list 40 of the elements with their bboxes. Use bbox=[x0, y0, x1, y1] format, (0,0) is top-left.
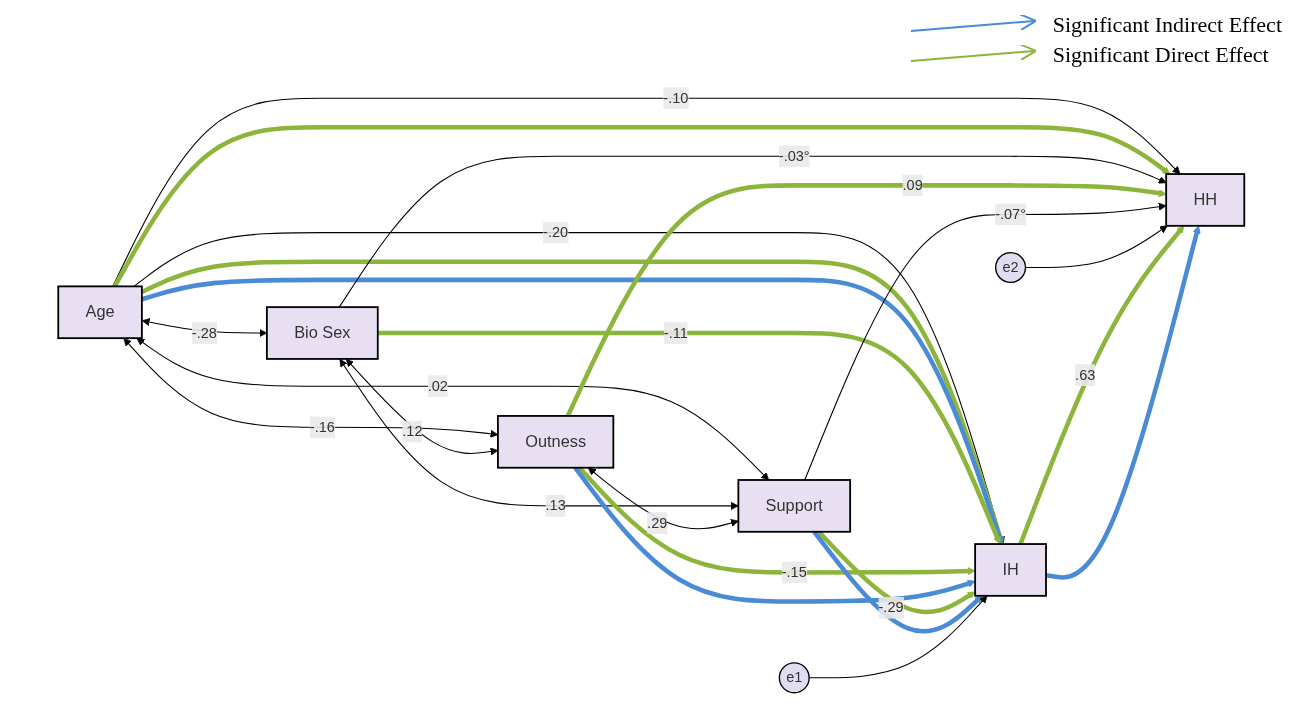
arrow bbox=[587, 467, 739, 530]
node-box: IH bbox=[973, 543, 1047, 597]
node-box: Support bbox=[737, 479, 851, 533]
node-box: HH bbox=[1164, 173, 1245, 227]
arrow bbox=[812, 530, 983, 634]
edge-label: -.11 bbox=[663, 324, 688, 341]
edge-label: -.20 bbox=[542, 224, 568, 240]
arrow bbox=[816, 530, 976, 615]
legend-text: Significant Direct Effect bbox=[1052, 42, 1269, 68]
edge-label: -.28 bbox=[191, 324, 217, 341]
edge-label: -.07° bbox=[994, 206, 1026, 222]
edge-label: .02 bbox=[427, 378, 448, 394]
edge-label: .29 bbox=[646, 514, 668, 531]
arrow bbox=[112, 125, 1170, 288]
edge-label: -.03° bbox=[778, 148, 810, 164]
edge-label: .12 bbox=[402, 423, 423, 439]
edge-label: -.16 bbox=[309, 419, 335, 435]
arrow bbox=[803, 202, 1167, 481]
node-box: Bio Sex bbox=[265, 306, 379, 360]
edge-label: .13 bbox=[545, 497, 566, 514]
edge-label: -.10 bbox=[663, 90, 689, 106]
arrow bbox=[136, 338, 769, 481]
edge-label: -.15 bbox=[781, 564, 807, 580]
node-box: Age bbox=[57, 285, 143, 340]
edge-label: -.29 bbox=[878, 599, 904, 616]
arrow bbox=[345, 358, 498, 456]
node-box: Outness bbox=[496, 415, 614, 469]
arrow bbox=[1018, 225, 1185, 545]
arrow bbox=[339, 358, 739, 510]
edge-label: .09 bbox=[902, 177, 923, 193]
arrow bbox=[1045, 225, 1201, 580]
arrow bbox=[377, 330, 1001, 545]
legend-text: Significant Indirect Effect bbox=[1052, 12, 1282, 38]
node-circle: e2 bbox=[994, 251, 1026, 284]
edge-label: .63 bbox=[1074, 366, 1096, 383]
arrow bbox=[123, 338, 498, 438]
arrow bbox=[808, 595, 988, 679]
node-circle: e1 bbox=[778, 662, 810, 694]
arrow bbox=[565, 183, 1167, 417]
arrow bbox=[338, 155, 1167, 308]
